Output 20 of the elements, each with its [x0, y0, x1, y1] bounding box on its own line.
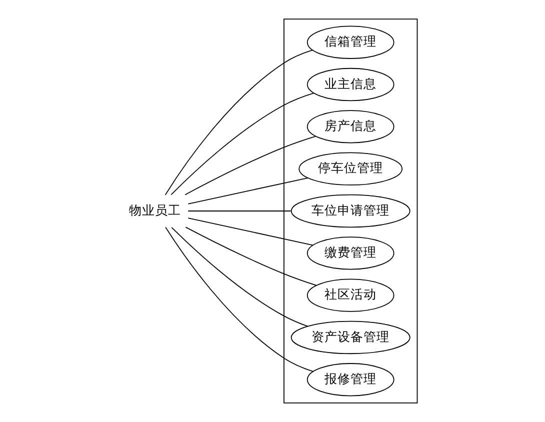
node-ellipse: 房产信息 — [306, 110, 394, 144]
node-ellipse: 信箱管理 — [306, 26, 394, 59]
connector — [187, 210, 291, 212]
connector — [184, 136, 316, 196]
node-ellipse: 缴费管理 — [306, 236, 394, 270]
node-ellipse: 停车位管理 — [298, 152, 402, 186]
connector — [170, 92, 314, 196]
connector — [170, 227, 308, 327]
node-text: 物业员工 — [128, 202, 180, 218]
connector — [187, 177, 308, 204]
node-ellipse: 社区活动 — [306, 278, 394, 312]
connector — [164, 226, 313, 372]
connector — [164, 50, 313, 196]
node-ellipse: 业主信息 — [306, 68, 394, 102]
node-ellipse: 资产设备管理 — [290, 320, 410, 354]
connector — [187, 218, 313, 246]
connector — [184, 226, 316, 286]
cluster — [283, 18, 418, 404]
node-ellipse: 报修管理 — [306, 363, 394, 396]
node-ellipse: 车位申请管理 — [290, 194, 410, 228]
